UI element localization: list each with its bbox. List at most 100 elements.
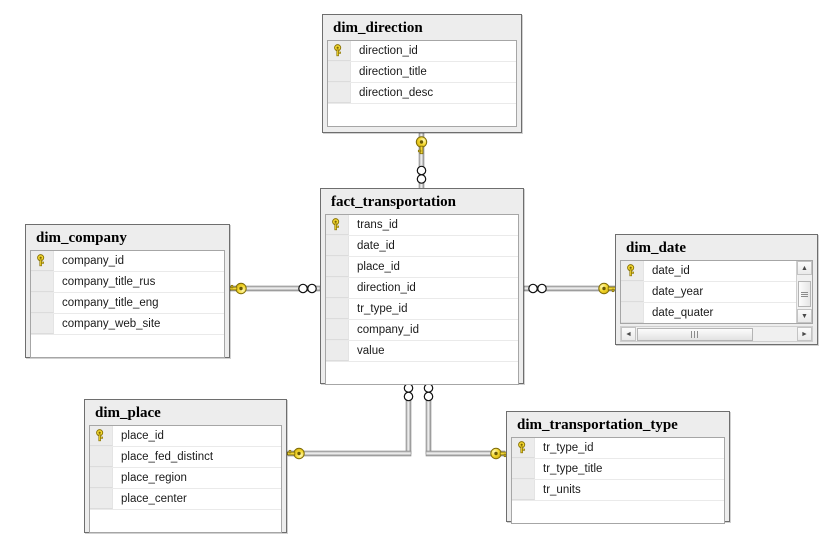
field-row[interactable]: date_year: [621, 282, 797, 303]
vertical-scrollbar-thumb[interactable]: [798, 281, 811, 307]
field-row[interactable]: tr_type_id: [326, 299, 518, 320]
field-gutter: [326, 257, 349, 277]
field-row[interactable]: company_title_eng: [31, 293, 224, 314]
field-gutter: [512, 480, 535, 500]
field-gutter: [90, 447, 113, 467]
field-name: company_id: [62, 254, 125, 267]
field-row-primary-key[interactable]: trans_id: [326, 215, 518, 236]
field-gutter: [326, 278, 349, 298]
field-name: direction_id: [357, 281, 416, 294]
scroll-right-arrow-icon[interactable]: ►: [797, 327, 812, 341]
field-row-empty[interactable]: [326, 362, 518, 384]
field-gutter: [326, 341, 349, 361]
field-list-dim_company[interactable]: company_id company_title_rus company_title…: [30, 250, 225, 358]
field-name: place_id: [121, 429, 164, 442]
scroll-left-arrow-icon[interactable]: ◄: [621, 327, 636, 341]
field-row-empty[interactable]: [512, 501, 724, 523]
primary-key-icon: [627, 264, 635, 277]
scroll-up-arrow-icon[interactable]: ▲: [797, 261, 812, 275]
scroll-left-glyph: ◄: [625, 330, 632, 338]
field-gutter: [31, 293, 54, 313]
vertical-scrollbar[interactable]: ▲▼: [796, 261, 812, 323]
field-row[interactable]: value: [326, 341, 518, 362]
entity-title-dim_transportation_type: dim_transportation_type: [517, 417, 678, 433]
field-row-primary-key[interactable]: tr_type_id: [512, 438, 724, 459]
field-name: direction_title: [359, 65, 427, 78]
field-list-dim_transportation_type[interactable]: tr_type_id tr_type_title tr_units: [511, 437, 725, 524]
field-rows: date_id date_year date_quater: [621, 261, 797, 323]
entity-table-dim_direction[interactable]: dim_direction direction_id direction_title…: [322, 14, 522, 133]
primary-key-icon: [37, 254, 45, 267]
field-row-empty[interactable]: [90, 510, 281, 532]
field-row-empty[interactable]: [31, 335, 224, 357]
scroll-right-glyph: ►: [801, 330, 808, 338]
field-gutter: [328, 41, 351, 61]
field-row[interactable]: direction_desc: [328, 83, 516, 104]
field-gutter: [326, 236, 349, 256]
field-gutter: [328, 62, 351, 82]
field-name: company_web_site: [62, 317, 161, 330]
field-row-empty[interactable]: [328, 104, 516, 126]
field-rows: company_id company_title_rus company_title…: [31, 251, 224, 357]
primary-key-icon: [96, 429, 104, 442]
primary-key-icon: [334, 44, 342, 57]
field-row[interactable]: company_id: [326, 320, 518, 341]
field-name: trans_id: [357, 218, 398, 231]
field-name: tr_type_id: [543, 441, 594, 454]
field-row[interactable]: place_center: [90, 489, 281, 510]
field-row[interactable]: date_id: [326, 236, 518, 257]
field-row[interactable]: place_fed_distinct: [90, 447, 281, 468]
field-gutter: [621, 303, 644, 323]
scroll-down-arrow-icon[interactable]: ▼: [797, 309, 812, 323]
field-gutter: [328, 83, 351, 103]
field-gutter: [31, 251, 54, 271]
field-row-primary-key[interactable]: date_id: [621, 261, 797, 282]
horizontal-scrollbar-thumb[interactable]: [637, 325, 753, 343]
field-name: direction_id: [359, 44, 418, 57]
relationship-company-fact: [228, 282, 321, 295]
field-row[interactable]: tr_units: [512, 480, 724, 501]
field-list-dim_direction[interactable]: direction_id direction_title direction_des…: [327, 40, 517, 127]
field-row-primary-key[interactable]: place_id: [90, 426, 281, 447]
field-row[interactable]: direction_title: [328, 62, 516, 83]
relationship-place-fact: [286, 383, 414, 460]
field-name: value: [357, 344, 385, 357]
horizontal-scrollbar[interactable]: ◄►: [620, 326, 813, 342]
field-rows: tr_type_id tr_type_title tr_units: [512, 438, 724, 523]
field-row[interactable]: date_quater: [621, 303, 797, 323]
field-gutter: [328, 105, 351, 125]
field-name: date_year: [652, 285, 704, 298]
field-row[interactable]: place_id: [326, 257, 518, 278]
field-row-primary-key[interactable]: company_id: [31, 251, 224, 272]
relationship-trtype-fact: [423, 383, 509, 460]
field-row[interactable]: direction_id: [326, 278, 518, 299]
field-row[interactable]: company_title_rus: [31, 272, 224, 293]
field-name: direction_desc: [359, 86, 434, 99]
field-row[interactable]: tr_type_title: [512, 459, 724, 480]
field-gutter: [90, 426, 113, 446]
field-name: company_title_rus: [62, 275, 156, 288]
field-rows: direction_id direction_title direction_des…: [328, 41, 516, 126]
horizontal-scroll-track[interactable]: [636, 325, 797, 343]
field-name: place_fed_distinct: [121, 450, 214, 463]
field-row[interactable]: company_web_site: [31, 314, 224, 335]
scroll-grip: [690, 325, 699, 343]
field-row[interactable]: place_region: [90, 468, 281, 489]
field-gutter: [621, 261, 644, 281]
field-name: company_id: [357, 323, 420, 336]
scroll-up-glyph: ▲: [801, 264, 808, 272]
scroll-grip: [801, 291, 808, 298]
field-name: tr_type_title: [543, 462, 603, 475]
entity-title-dim_direction: dim_direction: [333, 20, 423, 36]
field-row-primary-key[interactable]: direction_id: [328, 41, 516, 62]
